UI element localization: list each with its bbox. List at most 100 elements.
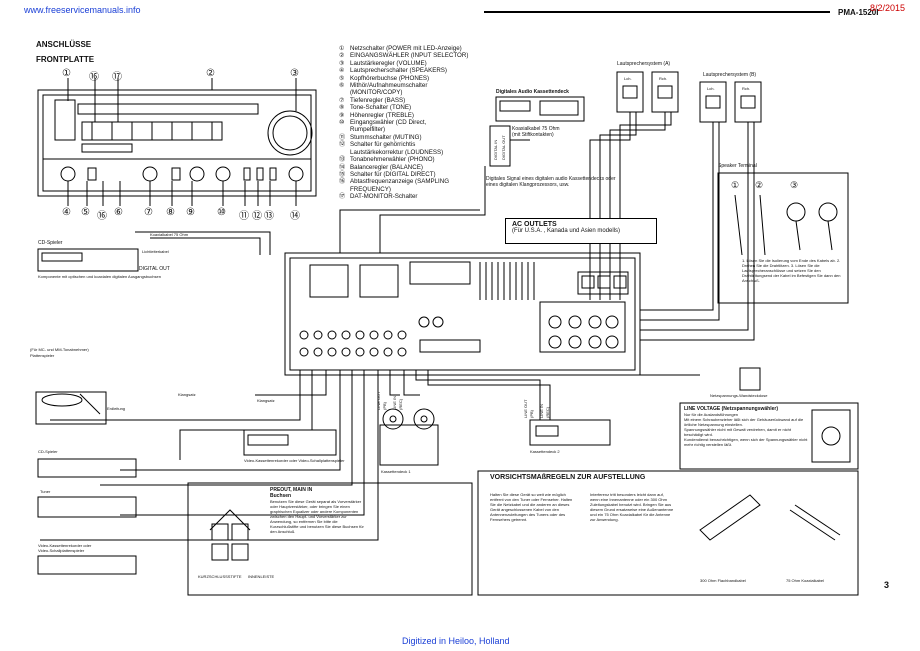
preout-box: PREOUT, MAIN IN Buchsen Benutzen Sie die… bbox=[270, 487, 366, 534]
callout-6: ⑥ bbox=[114, 207, 123, 218]
terminal-step-2: ② bbox=[755, 180, 764, 190]
vcr-middle: Video-Kassettenrekorder oder Video-Schal… bbox=[244, 458, 345, 463]
cd-coax-label: Koaxialkabel 75 Ohm bbox=[150, 232, 189, 237]
speaker-b-left: Lch. bbox=[707, 86, 715, 91]
legend-item: (MONITOR/COPY) bbox=[350, 89, 403, 97]
callout-2: ② bbox=[206, 68, 215, 79]
deck2-line-out: LINE OUT bbox=[523, 399, 528, 418]
digital-deck-cable2: (mit Stiftkontakten) bbox=[512, 132, 554, 138]
callout-7: ⑦ bbox=[144, 207, 153, 218]
cable-75-label: 75 Ohm Koaxialkabel bbox=[786, 578, 825, 583]
digital-deck-cable: Koaxialkabel 75 Ohm bbox=[512, 126, 560, 132]
page-number: 3 bbox=[884, 580, 890, 590]
cd-note: Komponente mit optischen und koaxialen d… bbox=[38, 274, 161, 279]
speaker-a-left: Lch. bbox=[624, 76, 632, 81]
deck2-title: Kassettendeck 2 bbox=[530, 449, 560, 454]
callout-1: ① bbox=[62, 68, 71, 79]
callout-4: ④ bbox=[62, 207, 71, 218]
preout-text: Benutzen Sie diese Gerät separat als Vor… bbox=[270, 499, 364, 534]
callout-12: ⑫ bbox=[252, 211, 262, 222]
klangsatz-2: Klangsatz bbox=[257, 398, 275, 403]
line-voltage-box: LINE VOLTAGE (Netzspannungswähler) Nur f… bbox=[684, 406, 808, 447]
digital-in-label: DIGITAL IN bbox=[493, 139, 498, 160]
header-date: 8/2/2015 bbox=[870, 3, 906, 13]
preout-title: PREOUT, MAIN IN bbox=[270, 487, 313, 493]
speaker-system-b: Lautsprechersystem (B) bbox=[703, 72, 757, 78]
klangsatz-1: Klangsatz bbox=[178, 392, 196, 397]
tuner-title: Tuner bbox=[40, 489, 51, 494]
callout-5: ⑤ bbox=[81, 207, 90, 218]
precautions-col2: Interferenz tritt besonders leicht dann … bbox=[590, 492, 674, 522]
preout-label2: INNENLEISTE bbox=[248, 574, 275, 579]
callout-8: ⑧ bbox=[166, 207, 175, 218]
callout-16b: ⑯ bbox=[97, 211, 107, 222]
digital-deck-note: Digitales Signal eines digitalen audio K… bbox=[486, 176, 616, 188]
legend-item: FREQUENCY) bbox=[350, 185, 391, 193]
deck1-line-out: LINE OUT bbox=[376, 391, 381, 410]
ac-outlets-box: AC OUTLETS (Für U.S.A. , Kanada und Asie… bbox=[505, 218, 657, 244]
vcr-title: Video-Kassettenrekorder oder bbox=[38, 543, 92, 548]
speaker-b-right: Rch. bbox=[742, 86, 751, 91]
ac-outlets-subtitle: (Für U.S.A. , Kanada und Asien modells) bbox=[512, 228, 621, 234]
terminal-step-1: ① bbox=[731, 180, 740, 190]
deck2-rec: (REC) bbox=[545, 406, 550, 418]
precautions-col1: Halten Sie diese Gerät so weit wie mögli… bbox=[490, 492, 573, 522]
cd-digital-out: DIGITAL OUT bbox=[139, 266, 170, 272]
callout-16: ⑯ bbox=[89, 72, 99, 83]
line-voltage-bullet: Mit einem Schraubenzieher läßt sich der … bbox=[684, 417, 804, 427]
cd-light-label: Lichtleiterkabel bbox=[142, 249, 169, 254]
callout-10: ⑩ bbox=[217, 207, 226, 218]
legend-item: Lautstärkekorrektur (LOUDNESS) bbox=[350, 148, 444, 156]
precautions-title: VORSICHTSMAßREGELN ZUR AUFSTELLUNG bbox=[490, 474, 646, 481]
speaker-terminal-label: Speaker Terminal bbox=[718, 163, 757, 169]
line-voltage-title: LINE VOLTAGE (Netzspannungswähler) bbox=[684, 406, 778, 412]
legend-item: Rumpelfilter) bbox=[350, 126, 386, 134]
model-number: PMA-1520I bbox=[838, 8, 879, 17]
mains-socket-label: Netzspannungs-Wandsteckdose bbox=[710, 393, 768, 398]
footer-text: Digitized in Heiloo, Holland bbox=[402, 636, 510, 646]
terminal-step-3: ③ bbox=[790, 180, 799, 190]
preout-label1: KURZSCHLUSSSTIFTE bbox=[198, 574, 242, 579]
phono-ground: Erdleitung bbox=[107, 406, 126, 411]
deck1-title: Kassettendeck 1 bbox=[381, 469, 411, 474]
digital-out-label: DIGITAL OUT bbox=[501, 135, 506, 160]
cd2-title: CD-Spieler bbox=[38, 449, 58, 454]
front-panel-title: FRONTPLATTE bbox=[36, 55, 95, 64]
line-voltage-bullet: Spannungswähler nicht mit Gewalt verdreh… bbox=[684, 427, 791, 437]
vcr-title2: Video-Schallplattenspieler bbox=[38, 548, 85, 553]
header-rule bbox=[484, 11, 830, 13]
cd-player-title: CD-Spieler bbox=[38, 240, 63, 246]
line-voltage-subtitle: Nur für die Auslandsführungen bbox=[684, 412, 739, 417]
rear-panel-outline bbox=[284, 252, 641, 376]
callout-13: ⑬ bbox=[264, 211, 274, 222]
terminal-instructions: 1. Lösen Sie die Isolierung vom Ende des… bbox=[742, 258, 841, 283]
header-link[interactable]: www.freeservicemanuals.info bbox=[24, 5, 141, 15]
digital-deck-title: Digitales Audio Kassettendeck bbox=[496, 89, 569, 95]
callout-11: ⑪ bbox=[239, 211, 249, 222]
section-title: ANSCHLÜSSE bbox=[36, 40, 92, 49]
deck2-pb: (PB) bbox=[529, 410, 534, 418]
callout-3: ③ bbox=[290, 68, 299, 79]
callout-17: ⑰ bbox=[112, 72, 122, 83]
callout-14: ⑭ bbox=[290, 211, 300, 222]
deck2-line-in: LINE IN bbox=[539, 403, 544, 418]
ac-outlets-title: AC OUTLETS bbox=[512, 221, 557, 228]
deck1-line-in: LINE IN bbox=[392, 395, 397, 410]
